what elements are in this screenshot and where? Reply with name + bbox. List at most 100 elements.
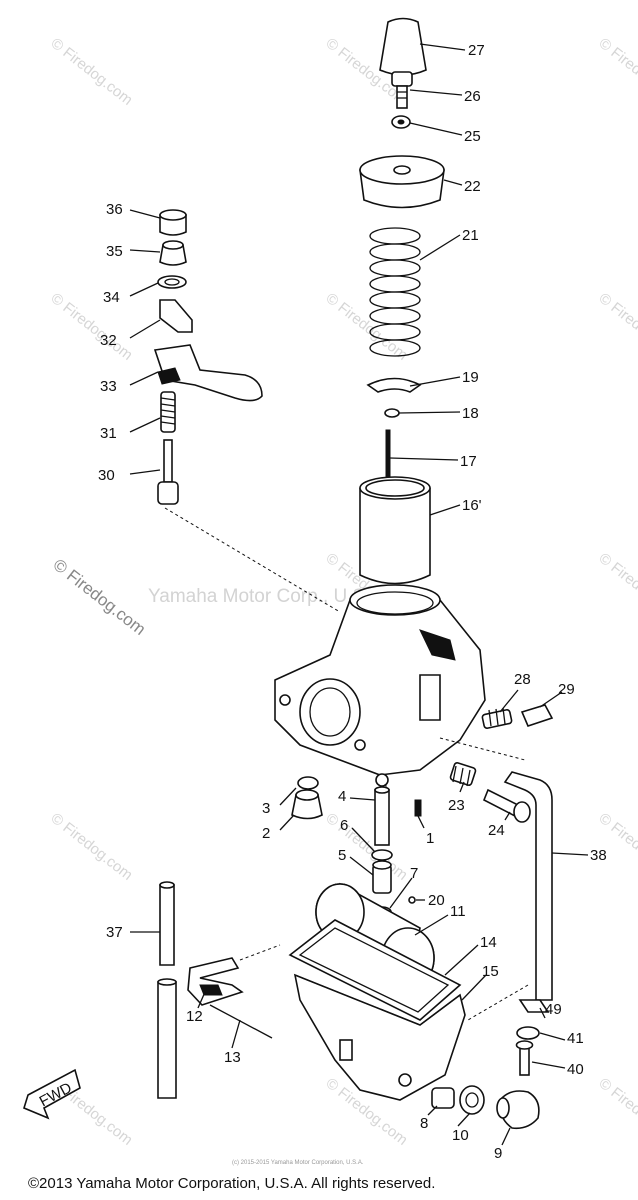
callout-7: 7 <box>410 865 418 882</box>
part-26-adjuster <box>391 71 413 87</box>
callout-49: 49 <box>545 1001 562 1018</box>
callout-14: 14 <box>480 934 497 951</box>
left-tubes: FWD <box>23 881 281 1120</box>
callout-32: 32 <box>100 332 117 349</box>
part-33-lever <box>153 344 263 402</box>
part-49-clip <box>518 999 550 1013</box>
part-14-gasket <box>288 919 462 1021</box>
part-27-rubber-cap <box>379 17 427 76</box>
callout-28: 28 <box>514 671 531 688</box>
callout-27: 27 <box>468 42 485 59</box>
callout-40: 40 <box>567 1061 584 1078</box>
watermark-right-560: © Firedog.com <box>596 550 638 624</box>
part-32-plate <box>159 299 193 333</box>
part-12-bracket <box>187 957 244 1006</box>
part-37-tube-upper <box>159 884 175 966</box>
callout-16: 16' <box>462 497 482 514</box>
callout-12: 12 <box>186 1008 203 1025</box>
callout-30: 30 <box>98 467 115 484</box>
part-28-spring <box>481 707 513 729</box>
callout-37: 37 <box>106 924 123 941</box>
callout-9: 9 <box>494 1145 502 1162</box>
callout-31: 31 <box>100 425 117 442</box>
right-side-parts <box>449 704 554 1076</box>
watermark-top-right: © Firedog.com <box>596 35 638 109</box>
part-31-spring <box>160 391 176 433</box>
callout-34: 34 <box>103 289 120 306</box>
watermark-mid-left: © Firedog.com <box>48 290 136 364</box>
watermark-top-left: © Firedog.com <box>48 35 136 109</box>
part-29-screw <box>520 704 554 727</box>
part-17-needle <box>385 429 391 479</box>
callout-13: 13 <box>224 1049 241 1066</box>
part-18-clip <box>384 408 400 418</box>
callout-26: 26 <box>464 88 481 105</box>
part-1-pilot-jet <box>414 799 422 817</box>
watermark-low-left: © Firedog.com <box>48 810 136 884</box>
callout-33: 33 <box>100 378 117 395</box>
year-note: (c) 2015-2015 Yamaha Motor Corporation, … <box>232 1160 364 1166</box>
main-body <box>274 591 486 776</box>
part-21-spring <box>369 227 421 357</box>
callout-38: 38 <box>590 847 607 864</box>
callout-20: 20 <box>428 892 445 909</box>
part-9-plug <box>498 1090 540 1130</box>
callout-8: 8 <box>420 1115 428 1132</box>
part-10-washer <box>459 1085 485 1115</box>
carburetor-body <box>274 584 526 800</box>
callout-15: 15 <box>482 963 499 980</box>
part-6-oring <box>371 849 393 861</box>
callout-labels: 27 26 25 22 21 19 18 17 16' 36 35 34 32 … <box>98 42 607 1162</box>
part-35-nut <box>159 244 187 266</box>
callout-24: 24 <box>488 822 505 839</box>
part-26-stem <box>396 85 408 109</box>
watermark-center-brand: Yamaha Motor Corp., U.S.A. <box>148 586 388 607</box>
part-16-throttle-valve <box>359 488 431 585</box>
drain-parts <box>431 1085 540 1130</box>
copyright-text: ©2013 Yamaha Motor Corporation, U.S.A. A… <box>28 1175 435 1192</box>
callout-25: 25 <box>464 128 481 145</box>
part-13-pin <box>209 1004 273 1039</box>
callout-1: 1 <box>426 830 434 847</box>
callout-19: 19 <box>462 369 479 386</box>
watermark-mid-center: © Firedog.com <box>323 290 411 364</box>
callout-22: 22 <box>464 178 481 195</box>
fwd-arrow <box>23 1068 81 1120</box>
leader-lines <box>129 43 589 1146</box>
callout-35: 35 <box>106 243 123 260</box>
callout-18: 18 <box>462 405 479 422</box>
callout-5: 5 <box>338 847 346 864</box>
callout-2: 2 <box>262 825 270 842</box>
callout-4: 4 <box>338 788 346 805</box>
float-assembly <box>288 882 466 1101</box>
callout-11: 11 <box>450 903 466 920</box>
part-34-washer <box>157 275 187 289</box>
callout-6: 6 <box>340 817 348 834</box>
part-37-tube-lower <box>157 981 177 1099</box>
watermark-mid-right: © Firedog.com <box>596 290 638 364</box>
part-8-drain-screw <box>431 1087 455 1109</box>
callout-36: 36 <box>106 201 123 218</box>
part-20-pin <box>408 896 416 904</box>
watermark-bottom-right: © Firedog.com <box>596 1075 638 1149</box>
throttle-stack <box>359 17 445 585</box>
watermark-low-center: © Firedog.com <box>323 810 411 884</box>
starter-stack <box>153 209 341 613</box>
part-3-washer <box>297 776 319 790</box>
part-41-washer <box>516 1026 540 1040</box>
intake-flange <box>299 678 361 746</box>
watermark-large-left: © Firedog.com <box>50 555 150 639</box>
callout-3: 3 <box>262 800 270 817</box>
part-30-plunger <box>163 439 173 483</box>
callout-21: 21 <box>462 227 479 244</box>
part-4-needle-jet <box>374 789 390 846</box>
callout-29: 29 <box>558 681 575 698</box>
callout-23: 23 <box>448 797 465 814</box>
part-19-clip-plate <box>366 377 422 393</box>
part-23-spring <box>449 762 477 787</box>
part-2-jet <box>291 794 323 820</box>
callout-10: 10 <box>452 1127 469 1144</box>
callout-41: 41 <box>567 1030 584 1047</box>
callout-17: 17 <box>460 453 477 470</box>
